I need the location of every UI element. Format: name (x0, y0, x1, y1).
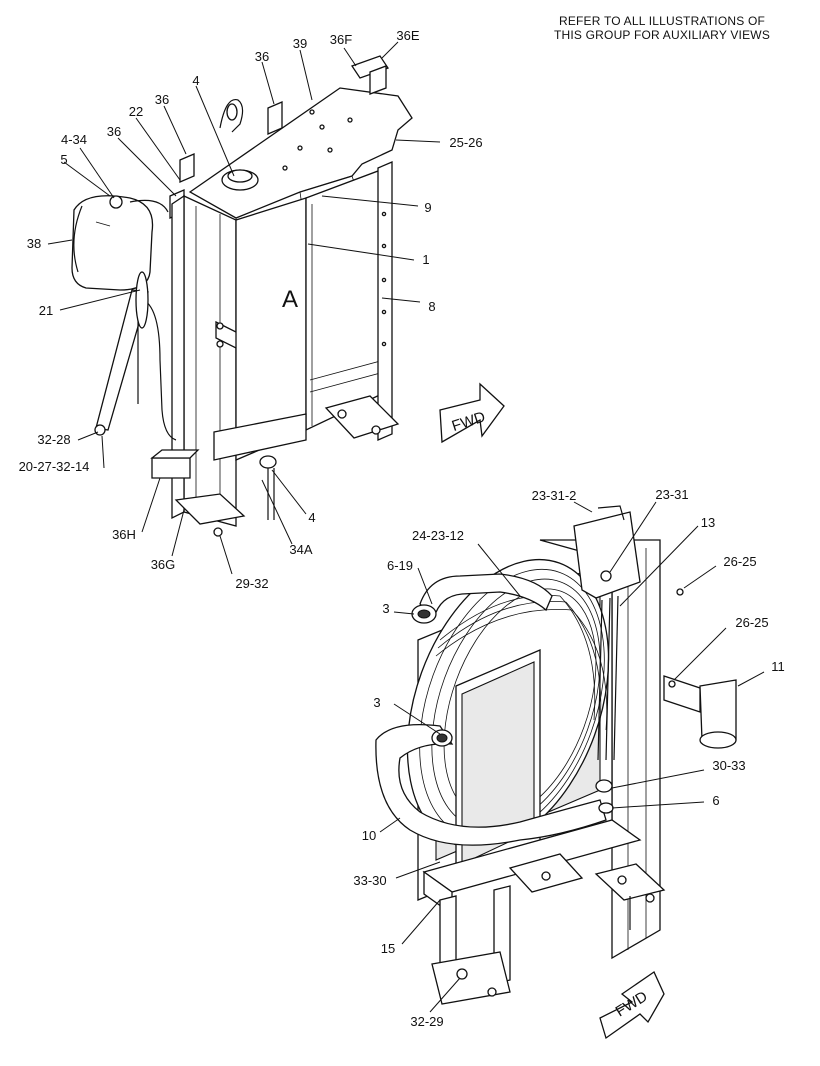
callout-label: 11 (771, 659, 785, 674)
callout-label: 15 (381, 941, 395, 956)
callout-label: 32-28 (37, 432, 70, 447)
callout-label: 21 (39, 303, 53, 318)
callout-label: 4 (192, 73, 199, 88)
fwd-arrow-upper: FWD (439, 382, 505, 444)
upper-radiator-assembly: A (71, 55, 413, 537)
callout-label: 3 (382, 601, 389, 616)
callout-label: 38 (27, 236, 41, 251)
note-line-2: THIS GROUP FOR AUXILIARY VIEWS (553, 28, 771, 42)
callout-label: 5 (60, 152, 67, 167)
callout-label: 26-25 (723, 554, 756, 569)
callout-label: 36 (155, 92, 169, 107)
callout-label: 34A (289, 542, 312, 557)
callout-label: 22 (129, 104, 143, 119)
callout-label: 36H (112, 527, 136, 542)
callout-label: 3 (373, 695, 380, 710)
callout-label: 32-29 (410, 1014, 443, 1029)
callout-label: 13 (701, 515, 715, 530)
callout-label: 4-34 (61, 132, 87, 147)
auxiliary-views-note: REFER TO ALL ILLUSTRATIONS OF THIS GROUP… (532, 14, 792, 42)
callout-label: 26-25 (735, 615, 768, 630)
callout-label: 39 (293, 36, 307, 51)
callout-label: 36 (107, 124, 121, 139)
callout-label: 4 (308, 510, 315, 525)
callout-label: 36E (396, 28, 419, 43)
callout-label: 36 (255, 49, 269, 64)
callout-labels: 36F 36E 39 36 4 36 22 36 4-34 5 38 21 25… (19, 28, 785, 1029)
callout-label: 33-30 (353, 873, 386, 888)
callout-label: 23-31 (655, 487, 688, 502)
callout-label: 25-26 (449, 135, 482, 150)
callout-label: 29-32 (235, 576, 268, 591)
callout-label: 20-27-32-14 (19, 459, 90, 474)
note-line-1: REFER TO ALL ILLUSTRATIONS OF (558, 14, 766, 28)
callout-label: 10 (362, 828, 376, 843)
view-label-a: A (282, 286, 298, 313)
leader-lines (47, 41, 765, 1013)
callout-label: 24-23-12 (412, 528, 464, 543)
callout-label: 1 (422, 252, 429, 267)
fwd-arrow-lower: FWD (599, 971, 665, 1040)
callout-label: 30-33 (712, 758, 745, 773)
callout-label: 36F (330, 32, 352, 47)
callout-label: 36G (151, 557, 176, 572)
callout-label: 9 (424, 200, 431, 215)
callout-label: 6 (712, 793, 719, 808)
lower-radiator-assembly (375, 505, 737, 1005)
callout-label: 8 (428, 299, 435, 314)
callout-label: 23-31-2 (532, 488, 577, 503)
callout-label: 6-19 (387, 558, 413, 573)
